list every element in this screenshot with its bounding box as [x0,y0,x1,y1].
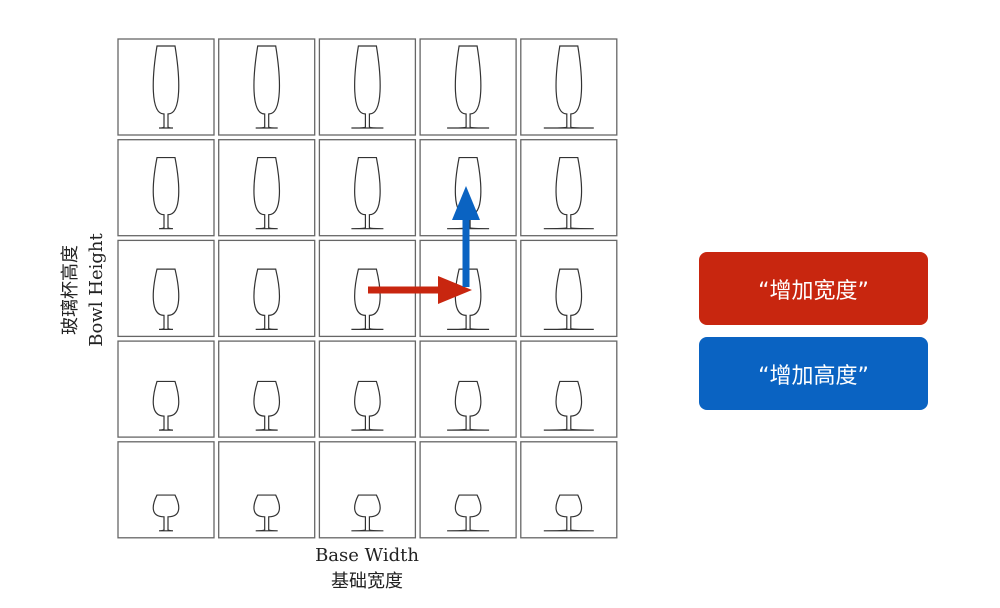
increase-width-arrowhead [438,276,472,304]
glass-icon [152,45,180,129]
grid-cell [117,38,215,136]
glass-icon [543,494,594,532]
glass-icon [543,45,594,129]
x-axis-label-cn: 基础宽度 [331,571,403,592]
grid-cell [318,441,417,539]
y-axis-label-en: Bowl Height [86,233,107,347]
grid-cell [419,340,517,438]
grid-cell [117,239,215,338]
grid-cell [218,340,316,438]
grid-cell [520,239,618,338]
glass-icon [543,268,594,330]
increase-height-legend: “增加高度” [699,337,928,410]
glass-icon [253,156,281,230]
glass-icon [351,45,384,129]
grid-cell [419,441,517,539]
grid-cell [318,340,417,438]
glass-icon [543,156,594,230]
grid-cell [318,38,417,136]
grid-cell [117,340,215,438]
grid-cell [520,139,618,237]
grid-cell [318,139,417,237]
y-axis-label-cn: 玻璃杯高度 [60,245,81,335]
increase-height-arrowhead [452,186,480,220]
grid-cell [218,139,316,237]
glass-icon [351,380,384,431]
glass-icon [351,494,384,532]
grid-cell [218,38,316,136]
grid-cell [520,38,618,136]
glass-icon [152,380,180,431]
glass-icon [253,268,280,330]
grid-cell [520,340,618,438]
glass-icon [253,45,281,129]
glass-icon [253,380,280,431]
glass-icon [253,494,280,532]
glass-icon [351,268,384,330]
increase-width-legend: “增加宽度” [699,252,928,325]
glass-icon [152,494,180,532]
glass-icon [447,45,490,129]
x-axis-label: Base Width 基础宽度 [315,543,419,595]
glass-icon [447,268,490,330]
glass-icon [152,156,180,230]
grid-cell [117,139,215,237]
x-axis-label-en: Base Width [315,545,419,566]
glass-icon [447,494,490,532]
grid-cell [218,441,316,539]
glass-icon [351,156,384,230]
glass-icon [543,380,594,431]
grid-cell [218,239,316,338]
grid-cell [117,441,215,539]
grid-cell [520,441,618,539]
grid-cell [419,38,517,136]
y-axis-label: 玻璃杯高度 Bowl Height [58,233,110,346]
glass-icon [447,380,490,431]
glass-icon [152,268,180,330]
